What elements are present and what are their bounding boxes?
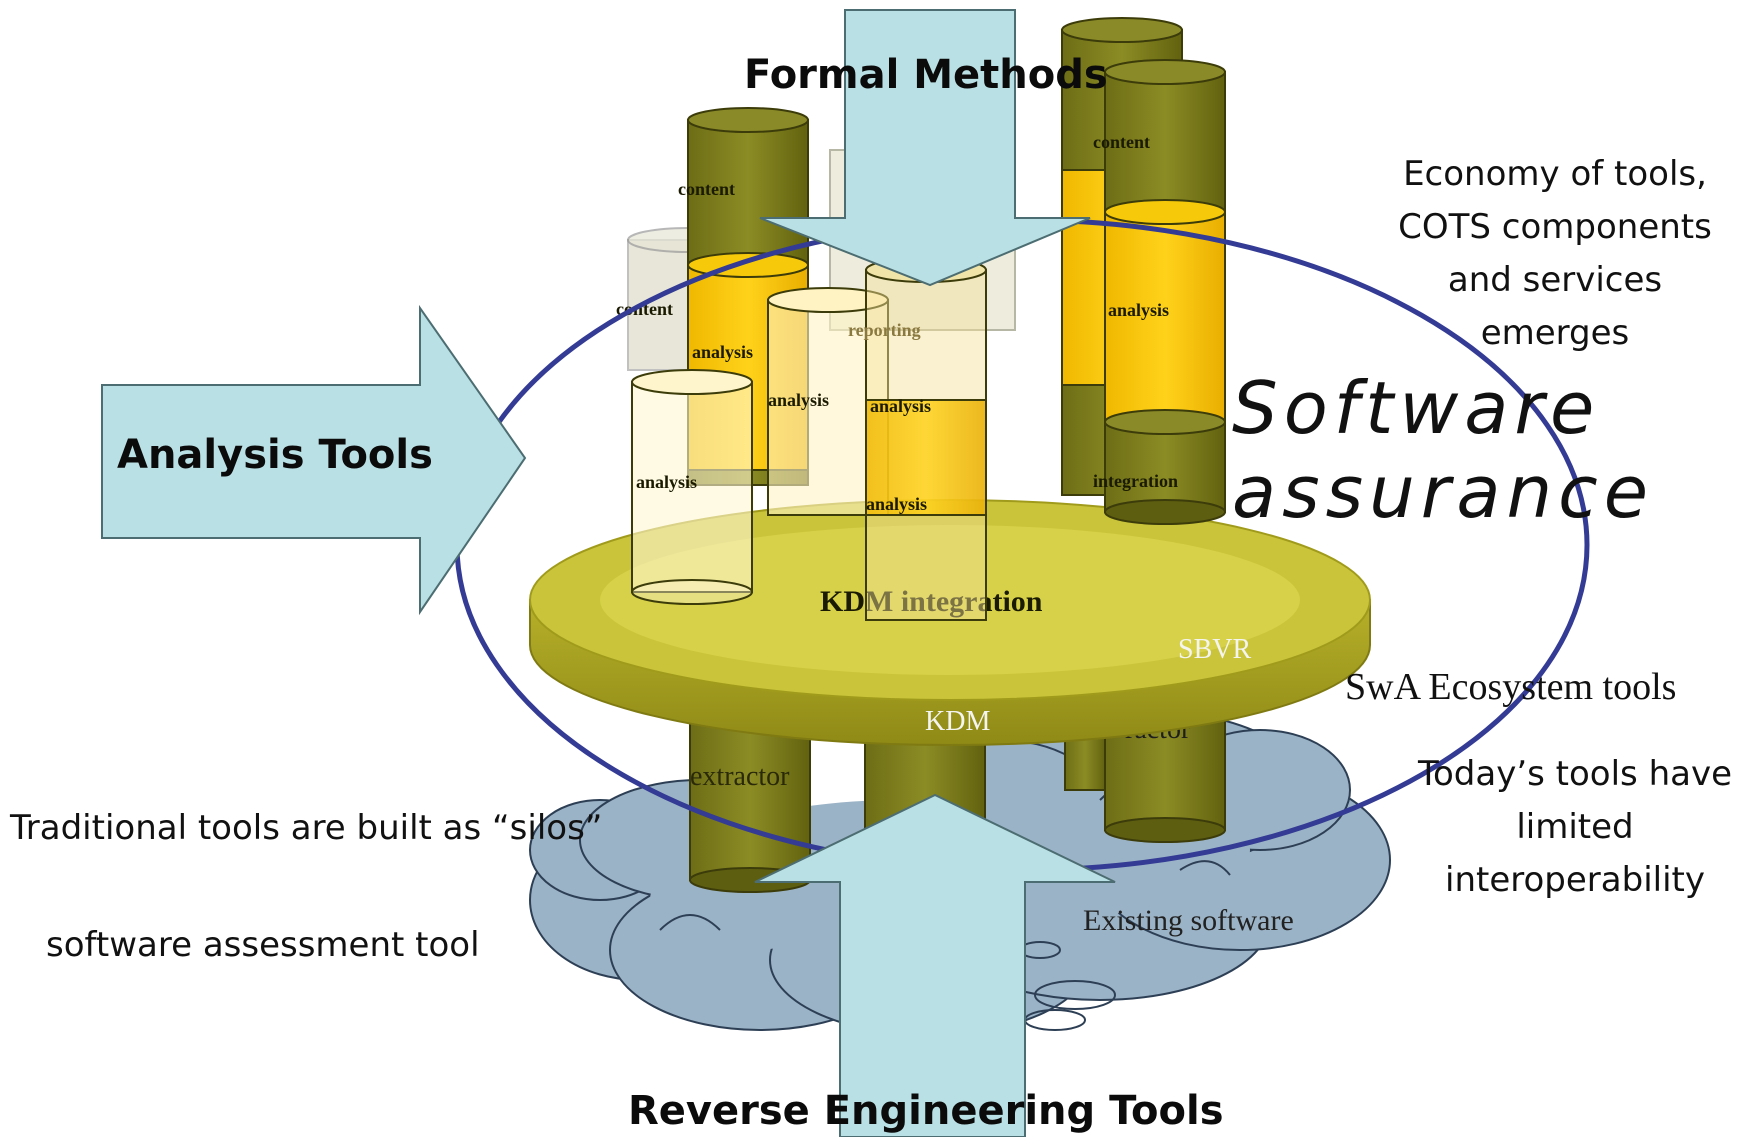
reverse-engineering-arrow (754, 793, 1116, 1137)
formal-methods-arrow (759, 9, 1091, 287)
content-label-2: content (616, 299, 673, 319)
software-assurance-line-1: Software (1232, 366, 1601, 450)
formal-methods-title: Formal Methods (744, 52, 1108, 98)
extractor-label: extractor (690, 761, 790, 792)
analysis-tools-title: Analysis Tools (117, 432, 433, 478)
ecosystem-tools-label: SwA Ecosystem tools (1345, 666, 1677, 708)
economy-line-2: COTS components (1398, 207, 1712, 247)
content-label-3: content (1093, 132, 1150, 152)
silos-note: Traditional tools are built as “silos” (10, 808, 603, 848)
existing-software-label: Existing software (1083, 904, 1294, 937)
software-assurance-line-2: assurance (1232, 450, 1655, 534)
sbvr-label: SBVR (1178, 634, 1251, 665)
analysis-label-2: analysis (768, 390, 829, 410)
assessment-tool-note: software assessment tool (46, 925, 480, 965)
software-assurance-title: Software assurance (1232, 366, 1654, 534)
integration-label: integration (1093, 471, 1178, 491)
economy-line-3: and services (1447, 260, 1663, 300)
reverse-engineering-title: Reverse Engineering Tools (628, 1088, 1224, 1134)
economy-line-1: Economy of tools, (1403, 154, 1707, 194)
kdm-integration-label: KDM integration (820, 585, 1043, 618)
reporting-label: reporting (848, 320, 921, 340)
analysis-tools-arrow (101, 304, 527, 616)
analysis-label-5: analysis (866, 494, 927, 514)
economy-note: Economy of tools, COTS components and se… (1370, 148, 1740, 360)
analysis-label-1: analysis (692, 342, 753, 362)
kdm-label: KDM (925, 706, 990, 737)
todays-line-2: limited (1516, 807, 1634, 847)
analysis-label-3: analysis (870, 396, 931, 416)
analysis-label-4: analysis (636, 472, 697, 492)
analysis-label-6: analysis (1108, 300, 1169, 320)
content-label-1: content (678, 179, 735, 199)
tool-silos (627, 17, 1226, 621)
todays-line-1: Today’s tools have (1418, 754, 1732, 794)
economy-line-4: emerges (1480, 313, 1630, 353)
todays-line-3: interoperability (1445, 860, 1705, 900)
todays-tools-note: Today’s tools have limited interoperabil… (1400, 748, 1750, 907)
